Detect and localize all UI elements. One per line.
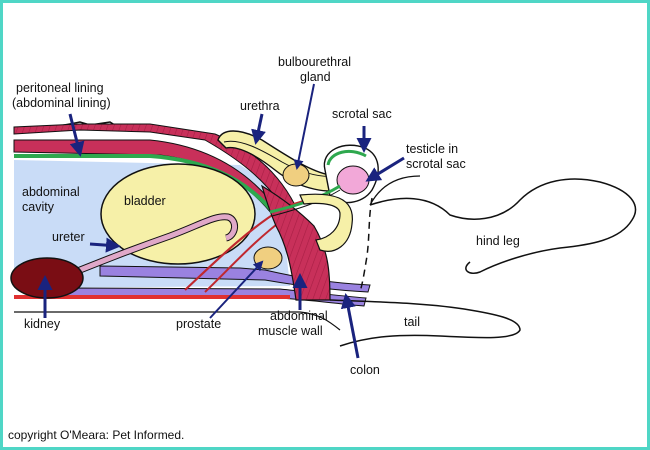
label-bulbourethral-1: bulbourethral: [278, 55, 351, 69]
label-urethra: urethra: [240, 99, 280, 113]
label-hind-leg: hind leg: [476, 234, 520, 248]
belly-line: [14, 311, 341, 331]
label-ureter: ureter: [52, 230, 85, 244]
label-abdominal-cavity-2: cavity: [22, 200, 55, 214]
label-abdominal-cavity-1: abdominal: [22, 185, 80, 199]
label-abdominal-wall-1: abdominal: [270, 309, 328, 323]
yellow-loop: [299, 193, 353, 252]
label-bladder: bladder: [124, 194, 166, 208]
kidney-shape: [10, 257, 84, 299]
label-bulbourethral-2: gland: [300, 70, 331, 84]
label-abdominal-wall-2: muscle wall: [258, 324, 323, 338]
label-testicle-1: testicle in: [406, 142, 458, 156]
bladder-shape: [100, 163, 256, 265]
arrow-colon: [340, 293, 360, 359]
arrow-ureter: [89, 237, 121, 253]
tail-outline: [329, 299, 521, 347]
arrow-bulbourethral: [293, 83, 315, 170]
label-tail: tail: [404, 315, 420, 329]
copyright-caption: copyright O'Meara: Pet Informed.: [8, 428, 185, 442]
label-scrotal-sac: scrotal sac: [332, 107, 392, 121]
label-kidney: kidney: [24, 317, 61, 331]
label-peritoneal-1: peritoneal lining: [16, 81, 104, 95]
testicle-shape: [336, 165, 370, 195]
arrow-peritoneal: [68, 113, 85, 157]
bulbourethral-gland-shape: [282, 163, 310, 187]
label-peritoneal-2: (abdominal lining): [12, 96, 111, 110]
label-colon: colon: [350, 363, 380, 377]
arrow-testicle: [365, 156, 405, 182]
label-testicle-2: scrotal sac: [406, 157, 466, 171]
arrow-prostate: [209, 260, 264, 319]
hind-leg-outline: [369, 178, 637, 274]
arrow-urethra: [251, 113, 266, 145]
label-prostate: prostate: [176, 317, 221, 331]
skin-dashed: [359, 197, 373, 293]
